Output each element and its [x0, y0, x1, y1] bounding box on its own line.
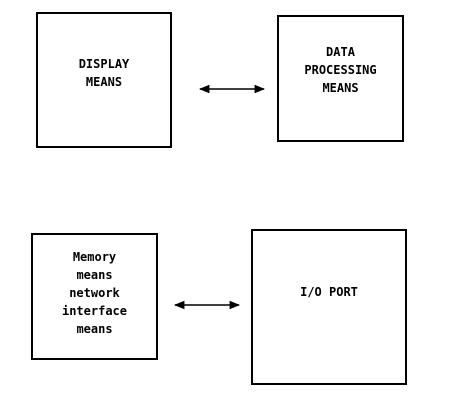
display-means-box: DISPLAY MEANS — [36, 12, 172, 148]
io-port-box: I/O PORT — [251, 229, 407, 385]
data-processing-means-label: DATA PROCESSING MEANS — [304, 45, 377, 95]
io-port-label: I/O PORT — [300, 285, 358, 299]
display-means-label: DISPLAY MEANS — [78, 57, 130, 89]
memory-network-interface-means-label: Memory means network interface means — [61, 250, 128, 336]
data-processing-means-box: DATA PROCESSING MEANS — [277, 15, 404, 142]
memory-network-interface-means-box: Memory means network interface means — [31, 233, 158, 360]
